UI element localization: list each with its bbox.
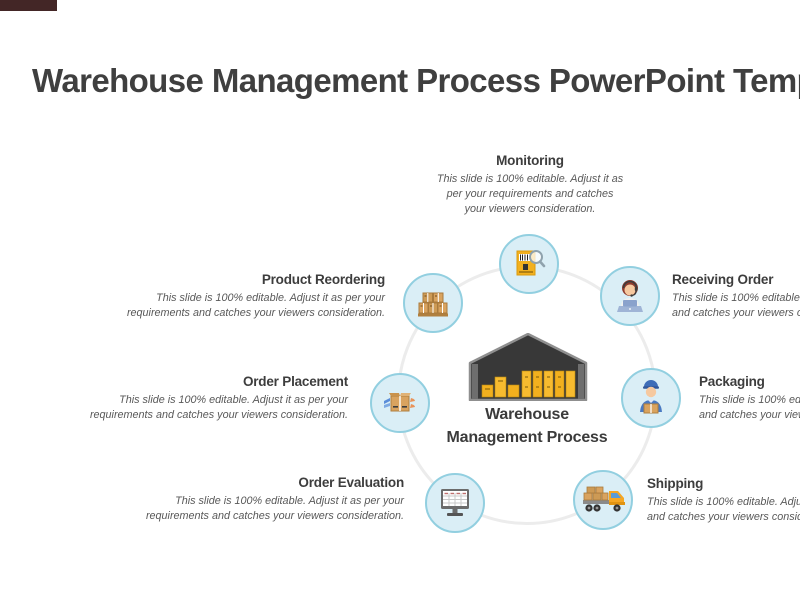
monitoring-bubble bbox=[499, 234, 559, 294]
order-evaluation-description: This slide is 100% editable. Adjust it a… bbox=[145, 494, 404, 522]
shipping-heading: Shipping bbox=[647, 476, 704, 491]
support-agent-icon bbox=[610, 276, 650, 316]
shipping-description: This slide is 100% editable. Adjust it a… bbox=[647, 495, 800, 523]
monitoring-text: Monitoring This slide is 100% editable. … bbox=[390, 153, 670, 217]
box-order-icon bbox=[380, 383, 420, 423]
monitoring-heading: Monitoring bbox=[496, 153, 564, 168]
packaging-bubble bbox=[621, 368, 681, 428]
product-reordering-text: Product Reordering This slide is 100% ed… bbox=[105, 272, 385, 321]
stacked-boxes-icon bbox=[413, 283, 453, 323]
product-reordering-heading: Product Reordering bbox=[261, 272, 385, 287]
product-reordering-description: This slide is 100% editable. Adjust it a… bbox=[126, 291, 385, 319]
packaging-description: This slide is 100% editable. Adjust it a… bbox=[699, 393, 800, 421]
warehouse-icon bbox=[468, 333, 588, 401]
order-placement-description: This slide is 100% editable. Adjust it a… bbox=[89, 393, 348, 421]
slide-title: Warehouse Management Process PowerPoint … bbox=[32, 62, 800, 100]
order-evaluation-heading: Order Evaluation bbox=[298, 475, 404, 490]
monitoring-description: This slide is 100% editable. Adjust it a… bbox=[436, 172, 624, 215]
order-evaluation-text: Order Evaluation This slide is 100% edit… bbox=[124, 475, 404, 524]
delivery-truck-icon bbox=[580, 483, 626, 517]
barcode-scan-icon bbox=[509, 244, 549, 284]
order-evaluation-bubble bbox=[425, 473, 485, 533]
shipping-bubble bbox=[573, 470, 633, 530]
receiving-order-heading: Receiving Order bbox=[672, 272, 774, 287]
order-placement-bubble bbox=[370, 373, 430, 433]
receiving-order-description: This slide is 100% editable. Adjust it a… bbox=[672, 291, 800, 319]
courier-box-icon bbox=[631, 378, 671, 418]
receiving-order-bubble bbox=[600, 266, 660, 326]
monitor-spreadsheet-icon bbox=[435, 483, 475, 523]
product-reordering-bubble bbox=[403, 273, 463, 333]
packaging-text: Packaging This slide is 100% editable. A… bbox=[699, 374, 800, 423]
center-label: Warehouse Management Process bbox=[446, 406, 608, 447]
shipping-text: Shipping This slide is 100% editable. Ad… bbox=[647, 476, 800, 525]
packaging-heading: Packaging bbox=[699, 374, 765, 389]
order-placement-text: Order Placement This slide is 100% edita… bbox=[68, 374, 348, 423]
order-placement-heading: Order Placement bbox=[242, 374, 348, 389]
corner-accent-bar bbox=[0, 0, 57, 11]
receiving-order-text: Receiving Order This slide is 100% edita… bbox=[672, 272, 800, 321]
